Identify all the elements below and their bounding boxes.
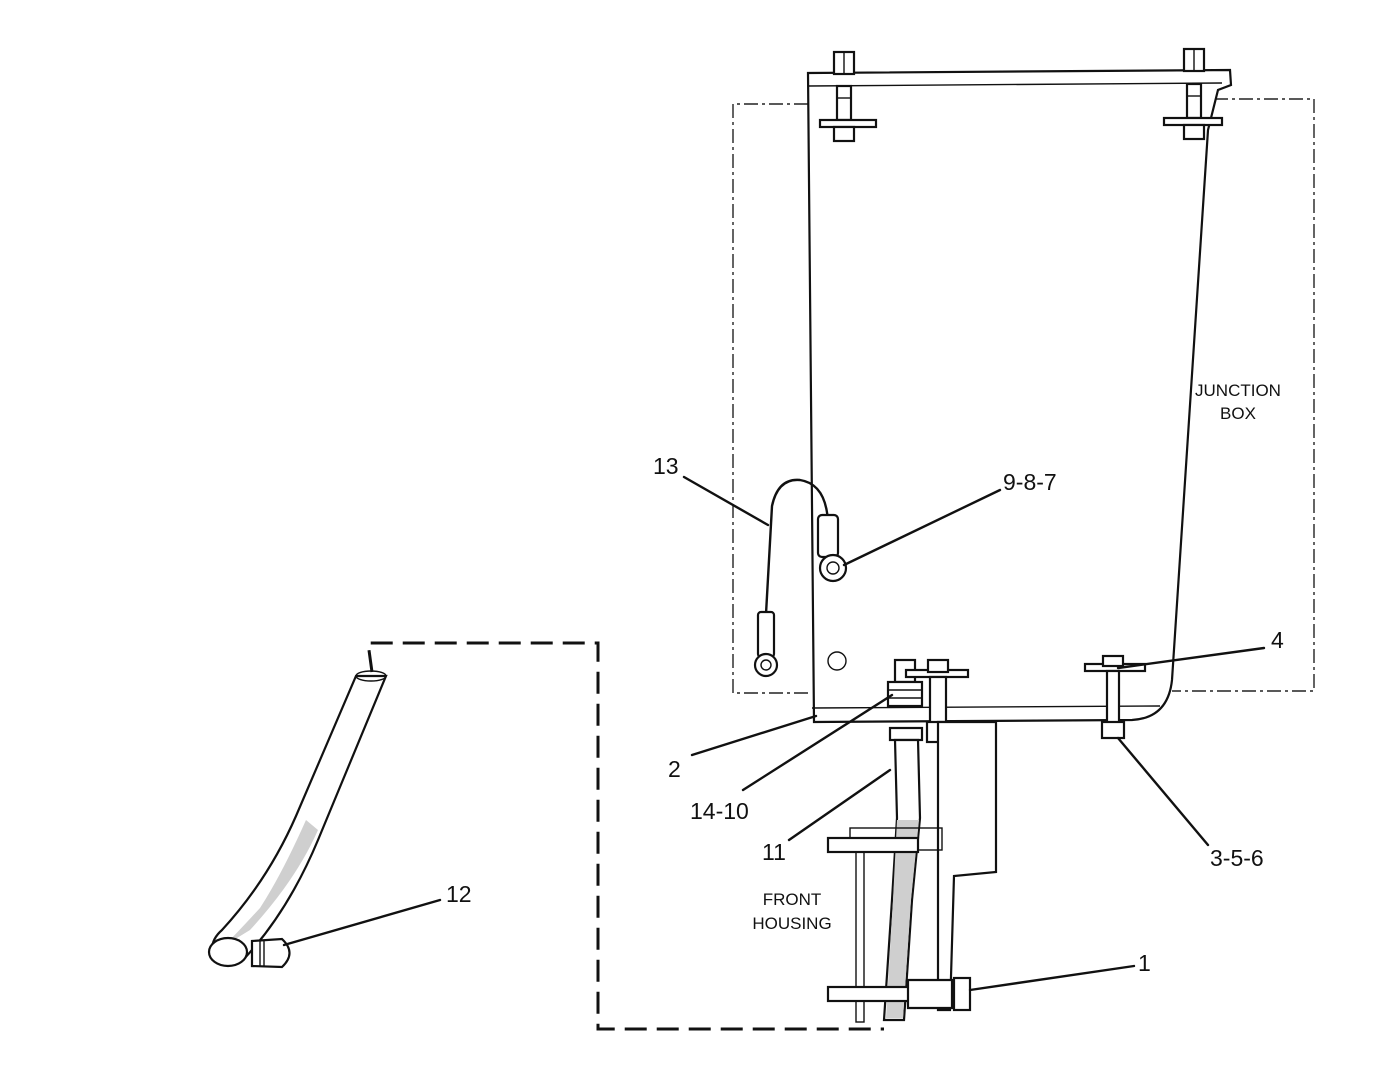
hose-fitting [886,658,970,744]
ground-strap-13 [753,478,848,678]
bottom-right-bolt [1083,654,1147,740]
top-right-bolt [1162,47,1224,141]
leader-lines [282,475,1266,992]
callout-14-10: 14-10 [690,798,749,824]
callout-13: 13 [653,453,679,479]
mounting-hole [827,651,847,671]
callout-3-5-6: 3-5-6 [1210,845,1264,871]
hose-12 [207,670,388,969]
connection-dashed-line [366,641,884,1031]
front-housing [826,720,998,1023]
junction-box-bracket [806,68,1233,724]
junction-box-label-line2: BOX [1220,404,1256,423]
hose-11 [882,726,924,1022]
callout-12: 12 [446,881,472,907]
callout-2: 2 [668,756,681,782]
front-housing-label-line2: HOUSING [752,914,831,933]
junction-box-label-line1: JUNCTION [1195,381,1281,400]
callout-4: 4 [1271,627,1284,653]
callout-11: 11 [762,839,786,865]
phantom-outline [732,98,1315,694]
callout-1: 1 [1138,950,1151,976]
component-labels: JUNCTION BOX FRONT HOUSING [752,381,1281,933]
front-housing-label-line1: FRONT [763,890,822,909]
callout-numbers: 13 9-8-7 4 3-5-6 2 14-10 11 12 1 [446,453,1284,976]
top-left-bolt [818,50,878,143]
callout-9-8-7: 9-8-7 [1003,469,1057,495]
